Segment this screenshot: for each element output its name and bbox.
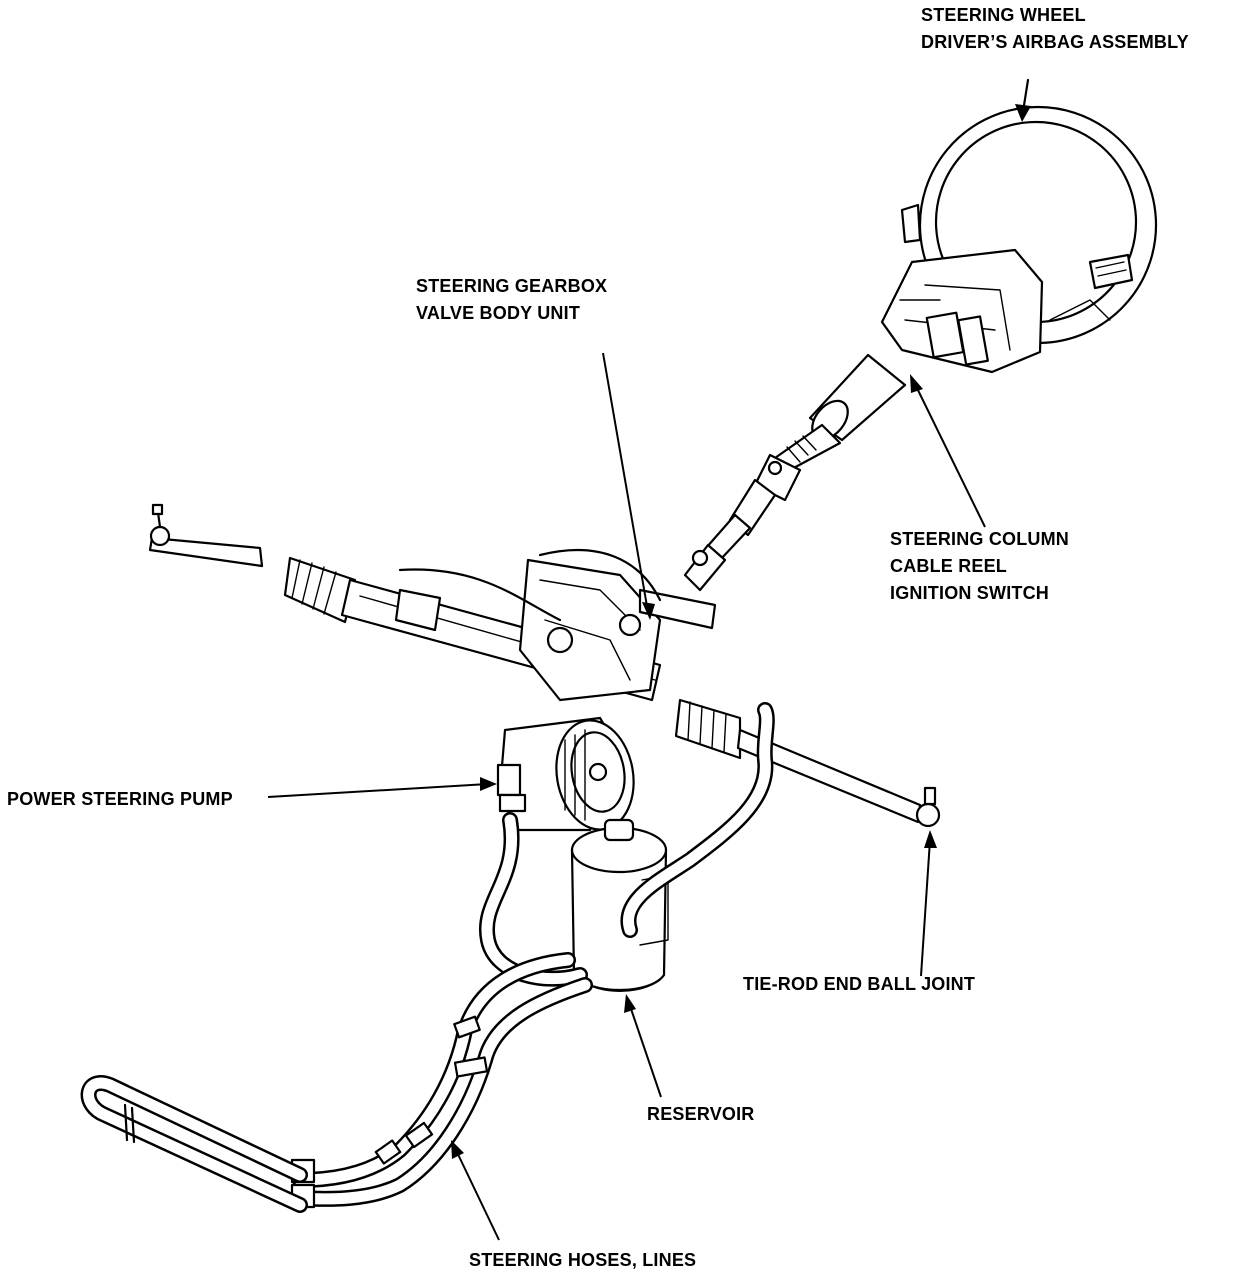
steering-column-label-line-1: STEERING COLUMN [890,529,1070,549]
hoses-drawing [80,702,775,1213]
steering-wheel-drawing [880,78,1158,374]
steering-rack-drawing [148,503,941,828]
power-steering-pump-drawing [496,716,635,832]
leader-lines [267,352,986,1241]
reservoir-drawing [570,818,669,992]
steering-gearbox-label: STEERING GEARBOX VALVE BODY UNIT [416,273,607,327]
steering-column-label: STEERING COLUMN CABLE REEL IGNITION SWIT… [890,526,1069,607]
reservoir-label: RESERVOIR [647,1104,755,1124]
power-steering-pump-label: POWER STEERING PUMP [7,789,233,809]
steering-column-label-line-3: IGNITION SWITCH [890,583,1049,603]
steering-wheel-label-line-1: STEERING WHEEL [921,5,1086,25]
steering-wheel-label-line-2: DRIVER’S AIRBAG ASSEMBLY [921,32,1189,52]
steering-column-drawing [683,353,907,592]
steering-column-label-line-2: CABLE REEL [890,556,1008,576]
tie-rod-end-ball-joint-label: TIE-ROD END BALL JOINT [743,974,976,994]
steering-gearbox-label-line-1: STEERING GEARBOX [416,276,608,296]
steering-wheel-label: STEERING WHEEL DRIVER’S AIRBAG ASSEMBLY [921,2,1189,56]
steering-hoses-label: STEERING HOSES, LINES [469,1250,697,1270]
steering-gearbox-label-line-2: VALVE BODY UNIT [416,303,581,323]
